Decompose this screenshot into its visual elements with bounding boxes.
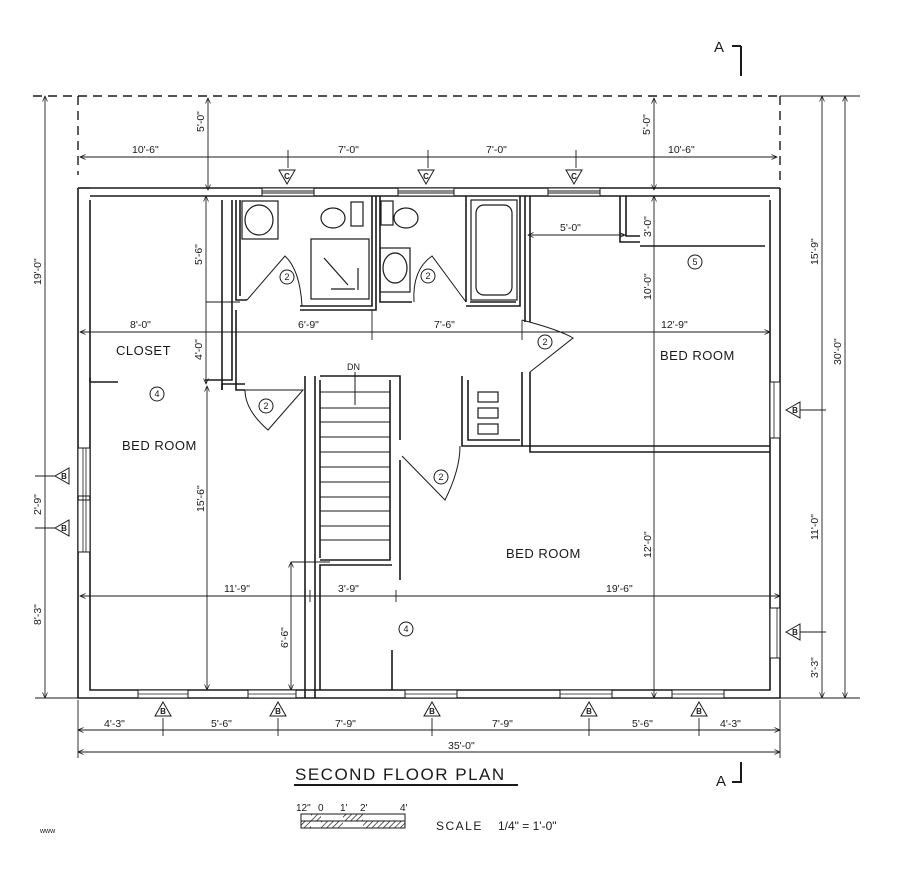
scale-label: SCALE	[436, 819, 483, 833]
dim-right-3: 3'-3"	[809, 657, 821, 678]
dim-bottom-total: 35'-0"	[448, 740, 475, 752]
dim-stair-closet-width: 3'-9"	[338, 583, 359, 595]
dim-se-bed-depth: 12'-0"	[642, 531, 654, 558]
dim-ne-closet-width: 5'-0"	[560, 222, 581, 234]
roof-overhang-outline	[33, 95, 781, 180]
dim-top-2: 7'-0"	[338, 144, 359, 156]
dim-west-bed-depth: 15'-6"	[195, 485, 207, 512]
dim-top-1: 10'-6"	[132, 144, 159, 156]
scale-value: 1/4" = 1'-0"	[498, 819, 557, 833]
window-tag-triangles	[53, 169, 801, 717]
section-marker-bottom	[732, 762, 742, 783]
dim-west-bed-width: 11'-9"	[224, 583, 250, 595]
scale-tick: 4'	[400, 803, 408, 814]
scale-bar	[300, 813, 406, 829]
dim-stair-closet-depth: 6'-6"	[279, 627, 291, 648]
dim-left-3: 8'-3"	[32, 604, 44, 625]
scale-tick: 12"	[296, 803, 311, 814]
dim-bottom-1: 4'-3"	[104, 718, 125, 730]
window-tag: B	[160, 707, 166, 716]
door-tag: 2	[438, 472, 443, 482]
door-tag: 2	[263, 401, 268, 411]
stair-treads	[320, 372, 390, 541]
window-tag: C	[571, 172, 577, 181]
dim-bottom-4: 7'-9"	[492, 718, 513, 730]
room-label-bedroom-west: BED ROOM	[122, 438, 197, 453]
dim-hall-b: 7'-6"	[434, 319, 455, 331]
window-tag: C	[423, 172, 429, 181]
window-tag: B	[61, 524, 67, 533]
dim-overhang-right: 5'-0"	[641, 114, 653, 135]
window-tag: B	[61, 472, 67, 481]
window-tag: B	[696, 707, 702, 716]
dim-bottom-6: 4'-3"	[720, 718, 741, 730]
dim-closet-width: 8'-0"	[130, 319, 151, 331]
dim-bottom-3: 7'-9"	[335, 718, 356, 730]
dim-top-4: 10'-6"	[668, 144, 695, 156]
window-tag: B	[586, 707, 592, 716]
window-tag: B	[792, 628, 798, 637]
linen-cabinet	[477, 391, 499, 435]
scale-tick: 0	[318, 803, 324, 814]
section-marker-top-label: A	[714, 39, 724, 56]
dim-left-1: 19'-0"	[32, 258, 44, 285]
door-tag: 5	[692, 257, 697, 267]
section-marker-bottom-label: A	[716, 773, 726, 790]
dimension-lines	[35, 96, 860, 758]
door-tag: 4	[154, 389, 159, 399]
watermark: www	[39, 828, 56, 835]
north-windows	[261, 187, 601, 197]
dim-ne-bed-width: 12'-9"	[661, 319, 688, 331]
dim-se-bed-width: 19'-6"	[606, 583, 633, 595]
section-marker-top	[732, 45, 742, 76]
dim-right-1: 15'-9"	[809, 238, 821, 265]
door-tags	[149, 254, 703, 637]
room-label-closet: CLOSET	[116, 343, 171, 358]
dim-bottom-2: 5'-6"	[211, 718, 232, 730]
window-tag: B	[275, 707, 281, 716]
scale-tick: 1'	[340, 803, 348, 814]
room-label-bedroom-southeast: BED ROOM	[506, 546, 581, 561]
stair-direction-label: DN	[347, 362, 360, 372]
door-swings	[244, 255, 574, 501]
drawing-title: SECOND FLOOR PLAN	[295, 765, 506, 784]
dim-overhang-left: 5'-0"	[195, 111, 207, 132]
door-tag: 2	[425, 271, 430, 281]
dim-bottom-5: 5'-6"	[632, 718, 653, 730]
door-tag: 2	[284, 272, 289, 282]
window-tag: B	[792, 406, 798, 415]
dim-closet-upper: 5'-6"	[193, 244, 205, 265]
door-tag: 4	[403, 624, 408, 634]
scale-tick: 2'	[360, 803, 368, 814]
window-tag: C	[284, 172, 290, 181]
room-label-bedroom-northeast: BED ROOM	[660, 348, 735, 363]
dim-top-3: 7'-0"	[486, 144, 507, 156]
dim-hall-a: 6'-9"	[298, 319, 319, 331]
window-tag: B	[429, 707, 435, 716]
dim-closet-lower: 4'-0"	[193, 339, 205, 360]
door-tag: 2	[542, 337, 547, 347]
interior-walls	[89, 196, 770, 698]
dim-right-total: 30'-0"	[832, 338, 844, 365]
dim-left-2: 2'-9"	[32, 494, 44, 515]
dim-right-2: 11'-0"	[809, 514, 821, 540]
side-windows	[77, 381, 781, 659]
dim-ne-bed-depth: 10'-0"	[642, 273, 654, 300]
bathroom-fixtures	[241, 199, 518, 301]
dim-ne-closet-depth: 3'-0"	[642, 216, 654, 237]
